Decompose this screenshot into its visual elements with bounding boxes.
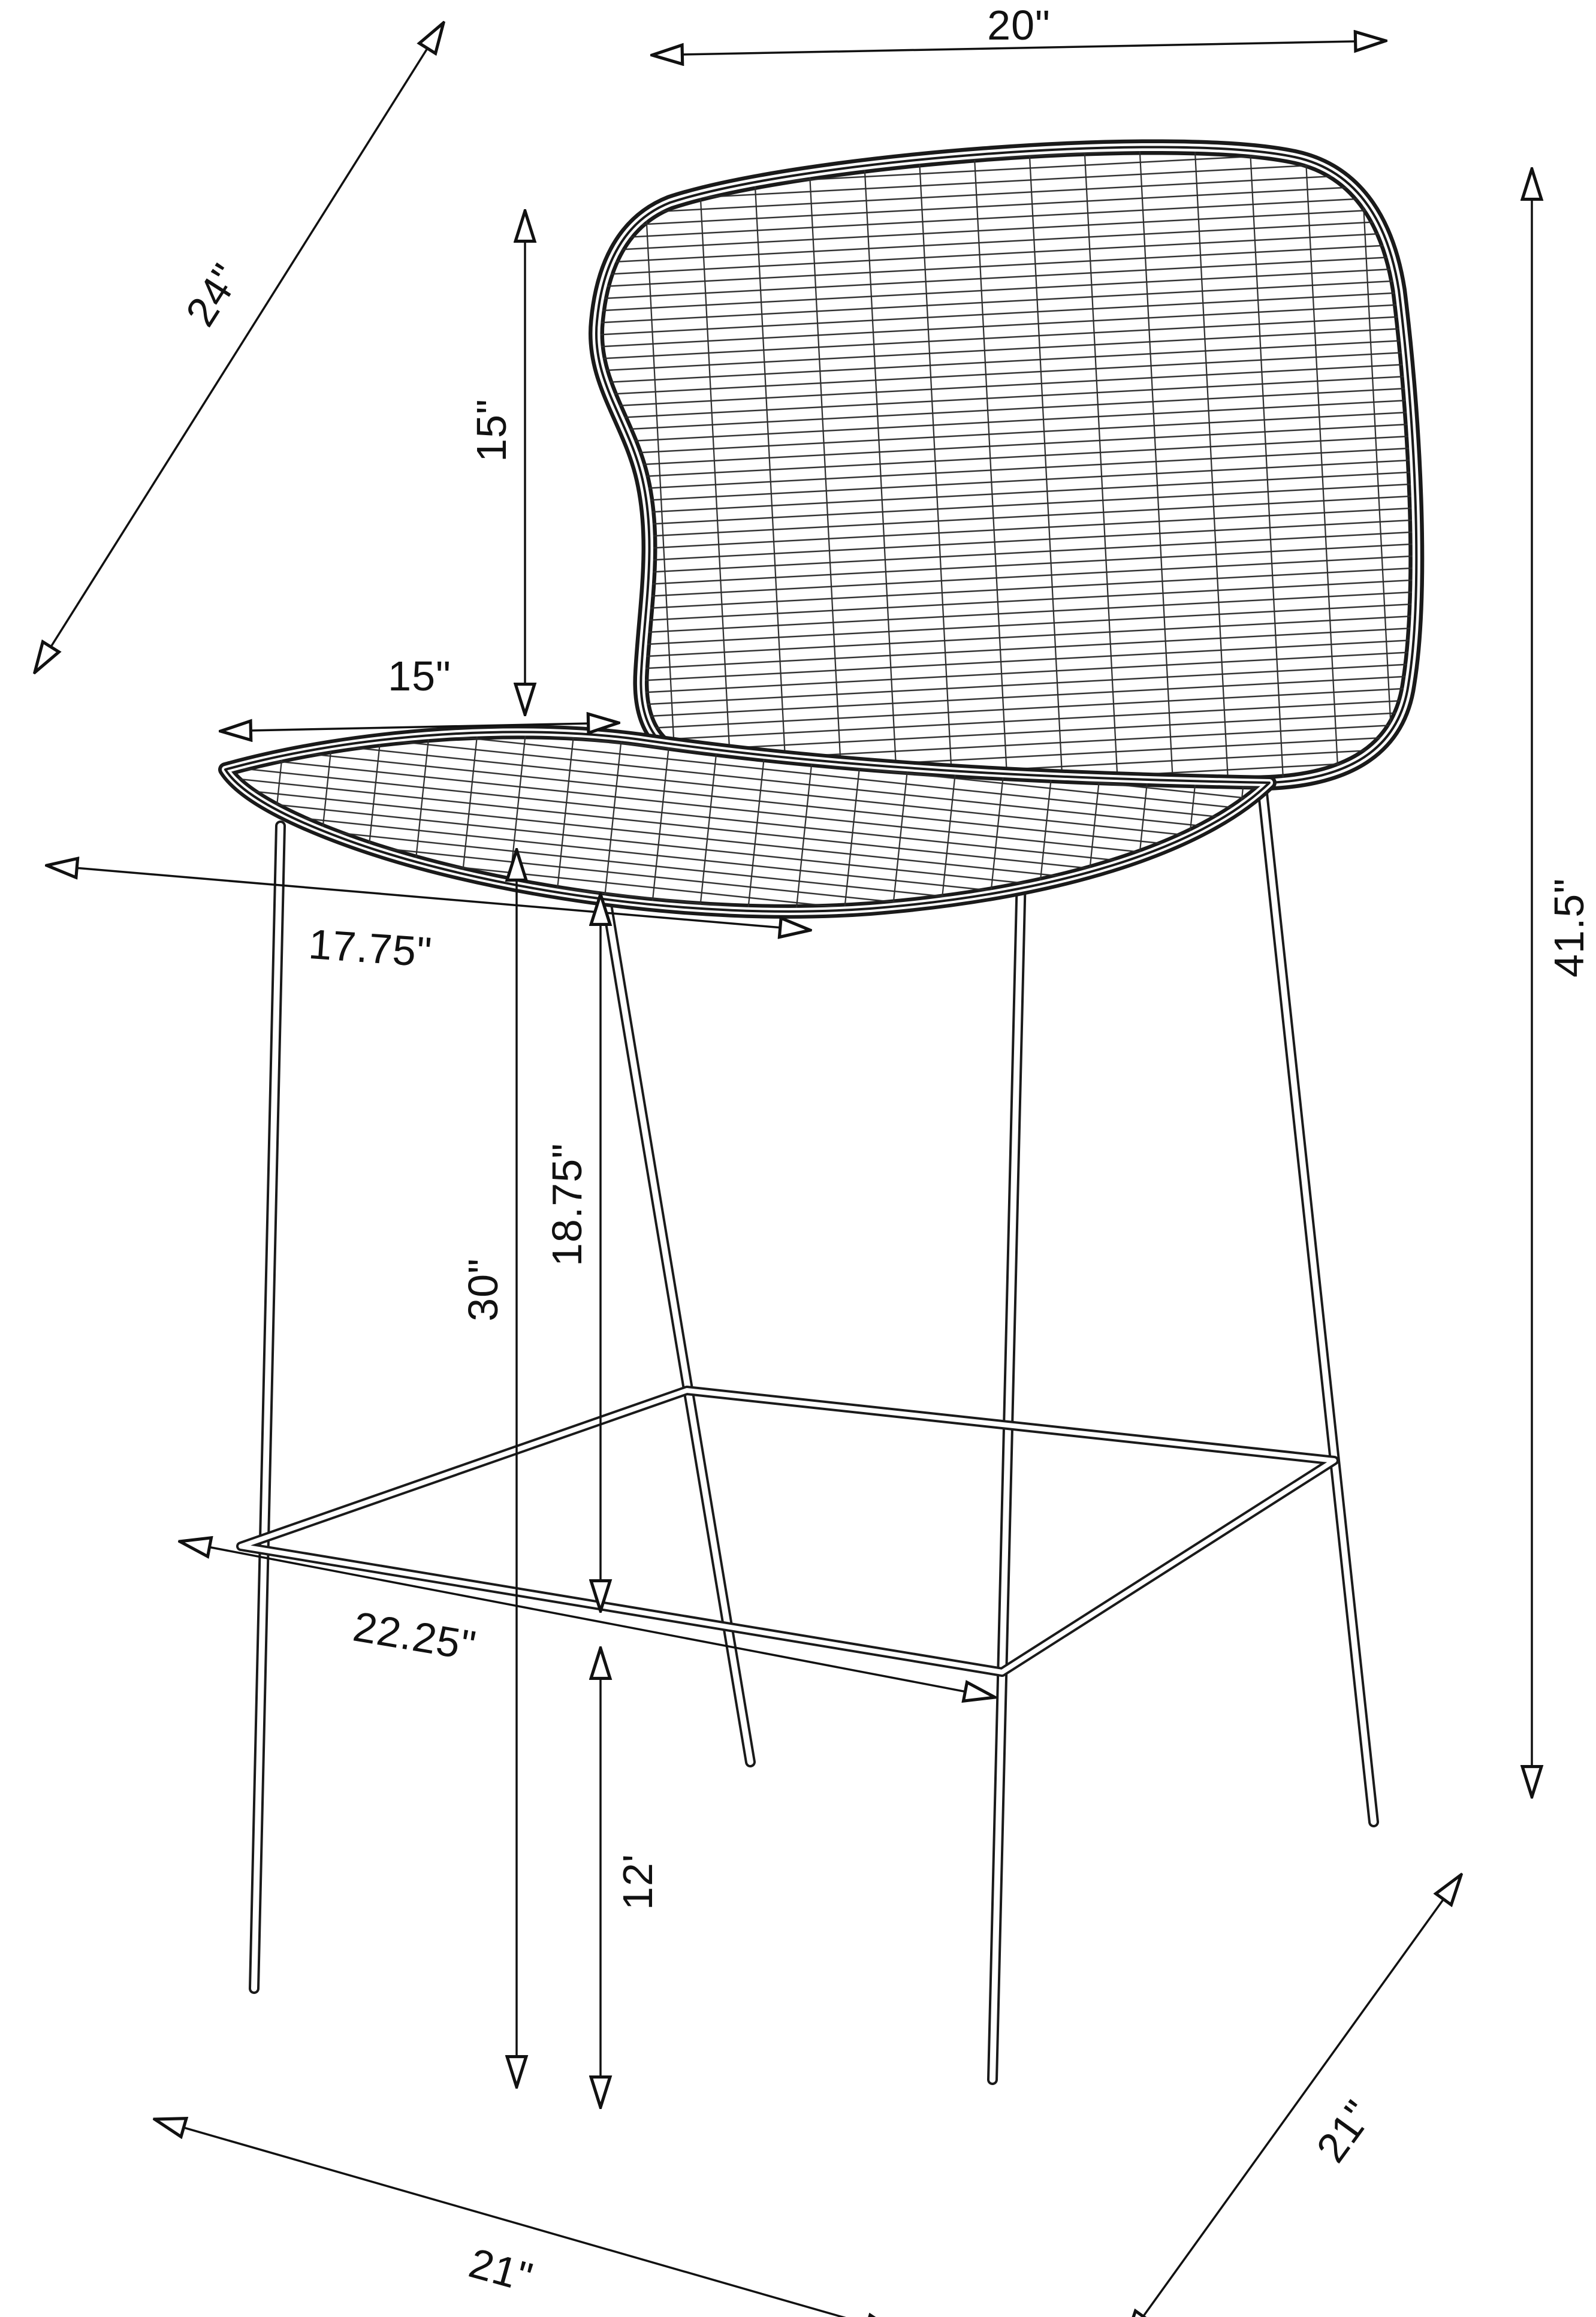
- dim-line-footrest-width: [180, 1541, 995, 1697]
- dim-label-seat-width: 15": [388, 653, 451, 699]
- dim-label-overall-height: 41.5": [1546, 877, 1592, 978]
- dim-label-back-height: 15": [468, 399, 515, 462]
- dim-line-seat-depth: [47, 865, 810, 930]
- dim-label-seat-height: 30": [460, 1258, 506, 1322]
- bar-stool-drawing: [218, 139, 1425, 2085]
- dim-label-seat-to-footrest: 18.75": [544, 1142, 590, 1267]
- leg-rear-right-fill: [1258, 774, 1377, 1825]
- backrest-weave-vertical: [596, 147, 1417, 785]
- dim-label-footrest-height: 12': [614, 1853, 661, 1911]
- dim-line-base-width-front: [155, 2119, 897, 2317]
- dim-label-seat-depth: 17.75": [307, 920, 434, 976]
- stool-backrest: [589, 139, 1425, 793]
- dim-line-top-width: [652, 41, 1386, 55]
- dim-label-top-width: 20": [987, 2, 1051, 49]
- dim-line-seat-width: [221, 723, 619, 731]
- dim-line-base-depth-right: [1126, 1875, 1461, 2317]
- leg-front-left-fill: [251, 823, 283, 1992]
- dim-line-depth-diagonal: [35, 23, 443, 672]
- dimension-lines: [35, 23, 1532, 2317]
- leg-front-right-fill: [989, 873, 1024, 2083]
